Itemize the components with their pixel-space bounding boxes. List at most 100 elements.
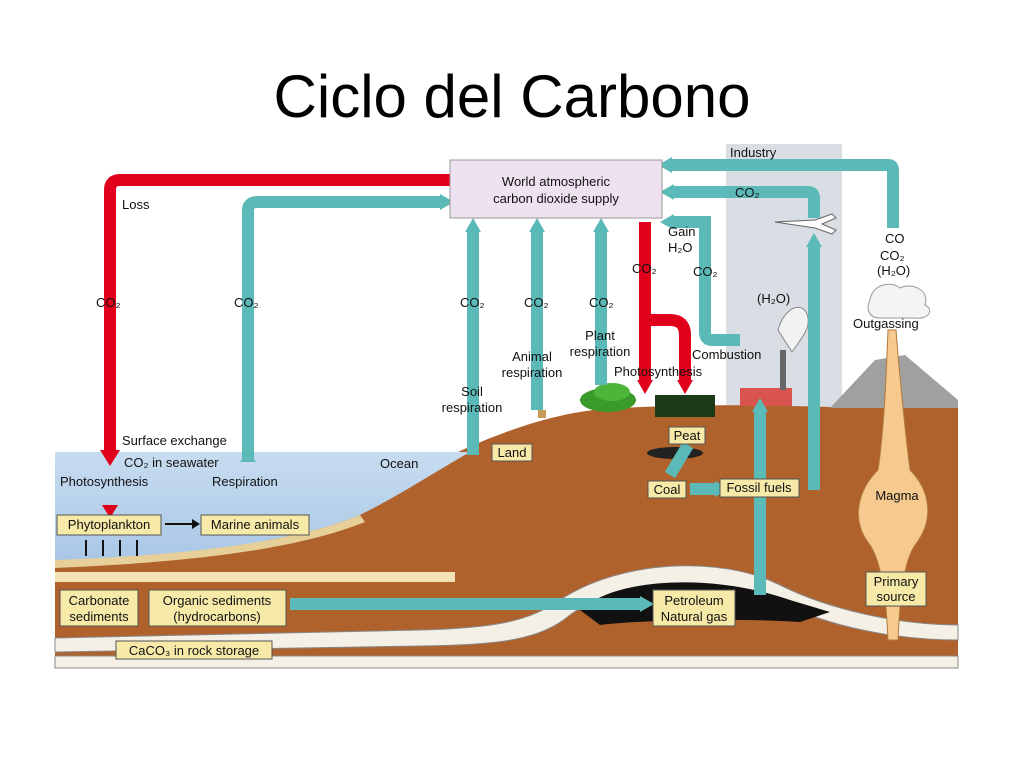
arrow-photosynthesis-right — [677, 380, 693, 394]
volcano-cloud — [867, 283, 931, 319]
marine-animals-box — [200, 514, 310, 536]
peat-box-text: Peat — [674, 428, 701, 443]
volcano — [830, 283, 958, 641]
label-co2-industry: CO₂ — [735, 185, 760, 200]
fossil-fuels-box — [719, 478, 800, 498]
arrow-fossil-up — [806, 233, 822, 247]
label-industry: Industry — [730, 145, 777, 160]
arrow-combustion — [660, 214, 674, 230]
factory-body — [740, 388, 792, 406]
magma-chamber — [857, 329, 929, 641]
label-h2o-outgassing: (H₂O) — [877, 263, 910, 278]
flow-ocean-respiration — [242, 196, 440, 460]
arrow-ocean-photosynthesis — [102, 505, 118, 518]
label-co2-combustion: CO₂ — [693, 264, 718, 279]
arrow-phyto-right — [192, 519, 200, 529]
arrow-ocean-respiration — [440, 194, 454, 210]
label-photosynthesis: Photosynthesis — [614, 364, 703, 379]
carbonate-box — [59, 589, 139, 627]
smokestack — [780, 350, 786, 390]
label-co2-loss: CO₂ — [96, 295, 121, 310]
flow-combustion — [672, 216, 740, 346]
label-respiration: Respiration — [212, 474, 278, 489]
caco3-box-text: CaCO₃ in rock storage — [129, 643, 259, 658]
petroleum-box-line-2: Natural gas — [661, 609, 728, 624]
atmosphere-line-1: World atmospheric — [502, 174, 611, 189]
arrow-loss-down — [100, 450, 120, 466]
land-box-text: Land — [498, 445, 527, 460]
label-co2-outgassing: CO₂ — [880, 248, 905, 263]
flow-industry — [672, 186, 820, 218]
arrow-marine-respiration — [240, 450, 256, 462]
caco3-box — [115, 640, 273, 660]
coal-box — [647, 480, 687, 499]
label-soil-respiration-1: Soil — [461, 384, 483, 399]
label-combustion: Combustion — [692, 347, 761, 362]
phytoplankton-box — [56, 514, 162, 536]
atmosphere-line-2: carbon dioxide supply — [493, 191, 619, 206]
arrowheads — [85, 157, 822, 612]
flows — [104, 159, 899, 610]
marine-animals-box-text: Marine animals — [211, 517, 300, 532]
arrow-outgassing — [658, 157, 672, 173]
airplane-icon — [774, 213, 837, 235]
arrow-animal-up — [529, 218, 545, 232]
label-co2-plant: CO₂ — [589, 295, 614, 310]
arrow-photosynthesis-left — [637, 380, 653, 394]
slide-title: Ciclo del Carbono — [273, 63, 751, 130]
arrow-plant-up — [593, 218, 609, 232]
carbonate-box-line-2: sediments — [69, 609, 129, 624]
flow-peat-to-coal — [664, 441, 694, 479]
ocean-floor-layer — [55, 515, 365, 568]
arrow-sediment-right — [640, 596, 654, 612]
label-plant-respiration-2: respiration — [570, 344, 631, 359]
petroleum-box — [652, 589, 736, 627]
label-soil-respiration-2: respiration — [442, 400, 503, 415]
phytoplankton-box-text: Phytoplankton — [68, 517, 150, 532]
label-co2-soil: CO₂ — [460, 295, 485, 310]
label-loss: Loss — [122, 197, 150, 212]
arrow-petroleum-up — [752, 398, 768, 412]
label-gain-h2o: H₂O — [668, 240, 693, 255]
land-box — [491, 443, 533, 462]
sinking-arrows — [85, 540, 138, 556]
label-ocean-photosynthesis: Photosynthesis — [60, 474, 149, 489]
label-gain: Gain — [668, 224, 695, 239]
label-co-outgassing: CO — [885, 231, 905, 246]
rock-layer-2 — [54, 655, 959, 669]
sediment-band — [55, 572, 455, 582]
primary-source-box — [865, 571, 927, 607]
primary-source-line-2: source — [876, 589, 915, 604]
label-outgassing: Outgassing — [853, 316, 919, 331]
coal-box-text: Coal — [654, 482, 681, 497]
organic-box-line-1: Organic sediments — [163, 593, 272, 608]
peat-box — [668, 426, 706, 445]
forest — [655, 395, 715, 417]
label-co2-ocean: CO₂ — [234, 295, 259, 310]
vegetation — [538, 383, 715, 459]
label-animal-respiration-1: Animal — [512, 349, 552, 364]
label-animal-respiration-2: respiration — [502, 365, 563, 380]
petroleum-box-line-1: Petroleum — [664, 593, 723, 608]
label-co2-photosynthesis: CO₂ — [632, 261, 657, 276]
magma-text: Magma — [875, 488, 919, 503]
label-co2-animal: CO₂ — [524, 295, 549, 310]
flow-photosynthesis-right — [650, 314, 691, 380]
labels: Industry Loss CO₂ CO₂ CO₂ CO₂ CO₂ CO₂ CO… — [60, 145, 919, 489]
atmosphere-box — [449, 159, 663, 219]
label-surface-exchange: Surface exchange — [122, 433, 227, 448]
organic-box-line-2: (hydrocarbons) — [173, 609, 260, 624]
label-boxes: Land Peat Coal Fossil fuels Magma Phytop… — [56, 426, 927, 660]
fossil-fuels-box-text: Fossil fuels — [726, 480, 792, 495]
carbonate-box-line-1: Carbonate — [69, 593, 130, 608]
flow-outgassing — [670, 159, 899, 228]
tree-stump — [538, 410, 546, 418]
primary-source-line-1: Primary — [874, 574, 919, 589]
label-co2-in-seawater: CO₂ in seawater — [124, 455, 219, 470]
flow-loss — [104, 174, 450, 450]
bush-top — [594, 383, 630, 401]
organic-box — [148, 589, 287, 627]
label-plant-respiration-1: Plant — [585, 328, 615, 343]
arrow-soil-up — [465, 218, 481, 232]
